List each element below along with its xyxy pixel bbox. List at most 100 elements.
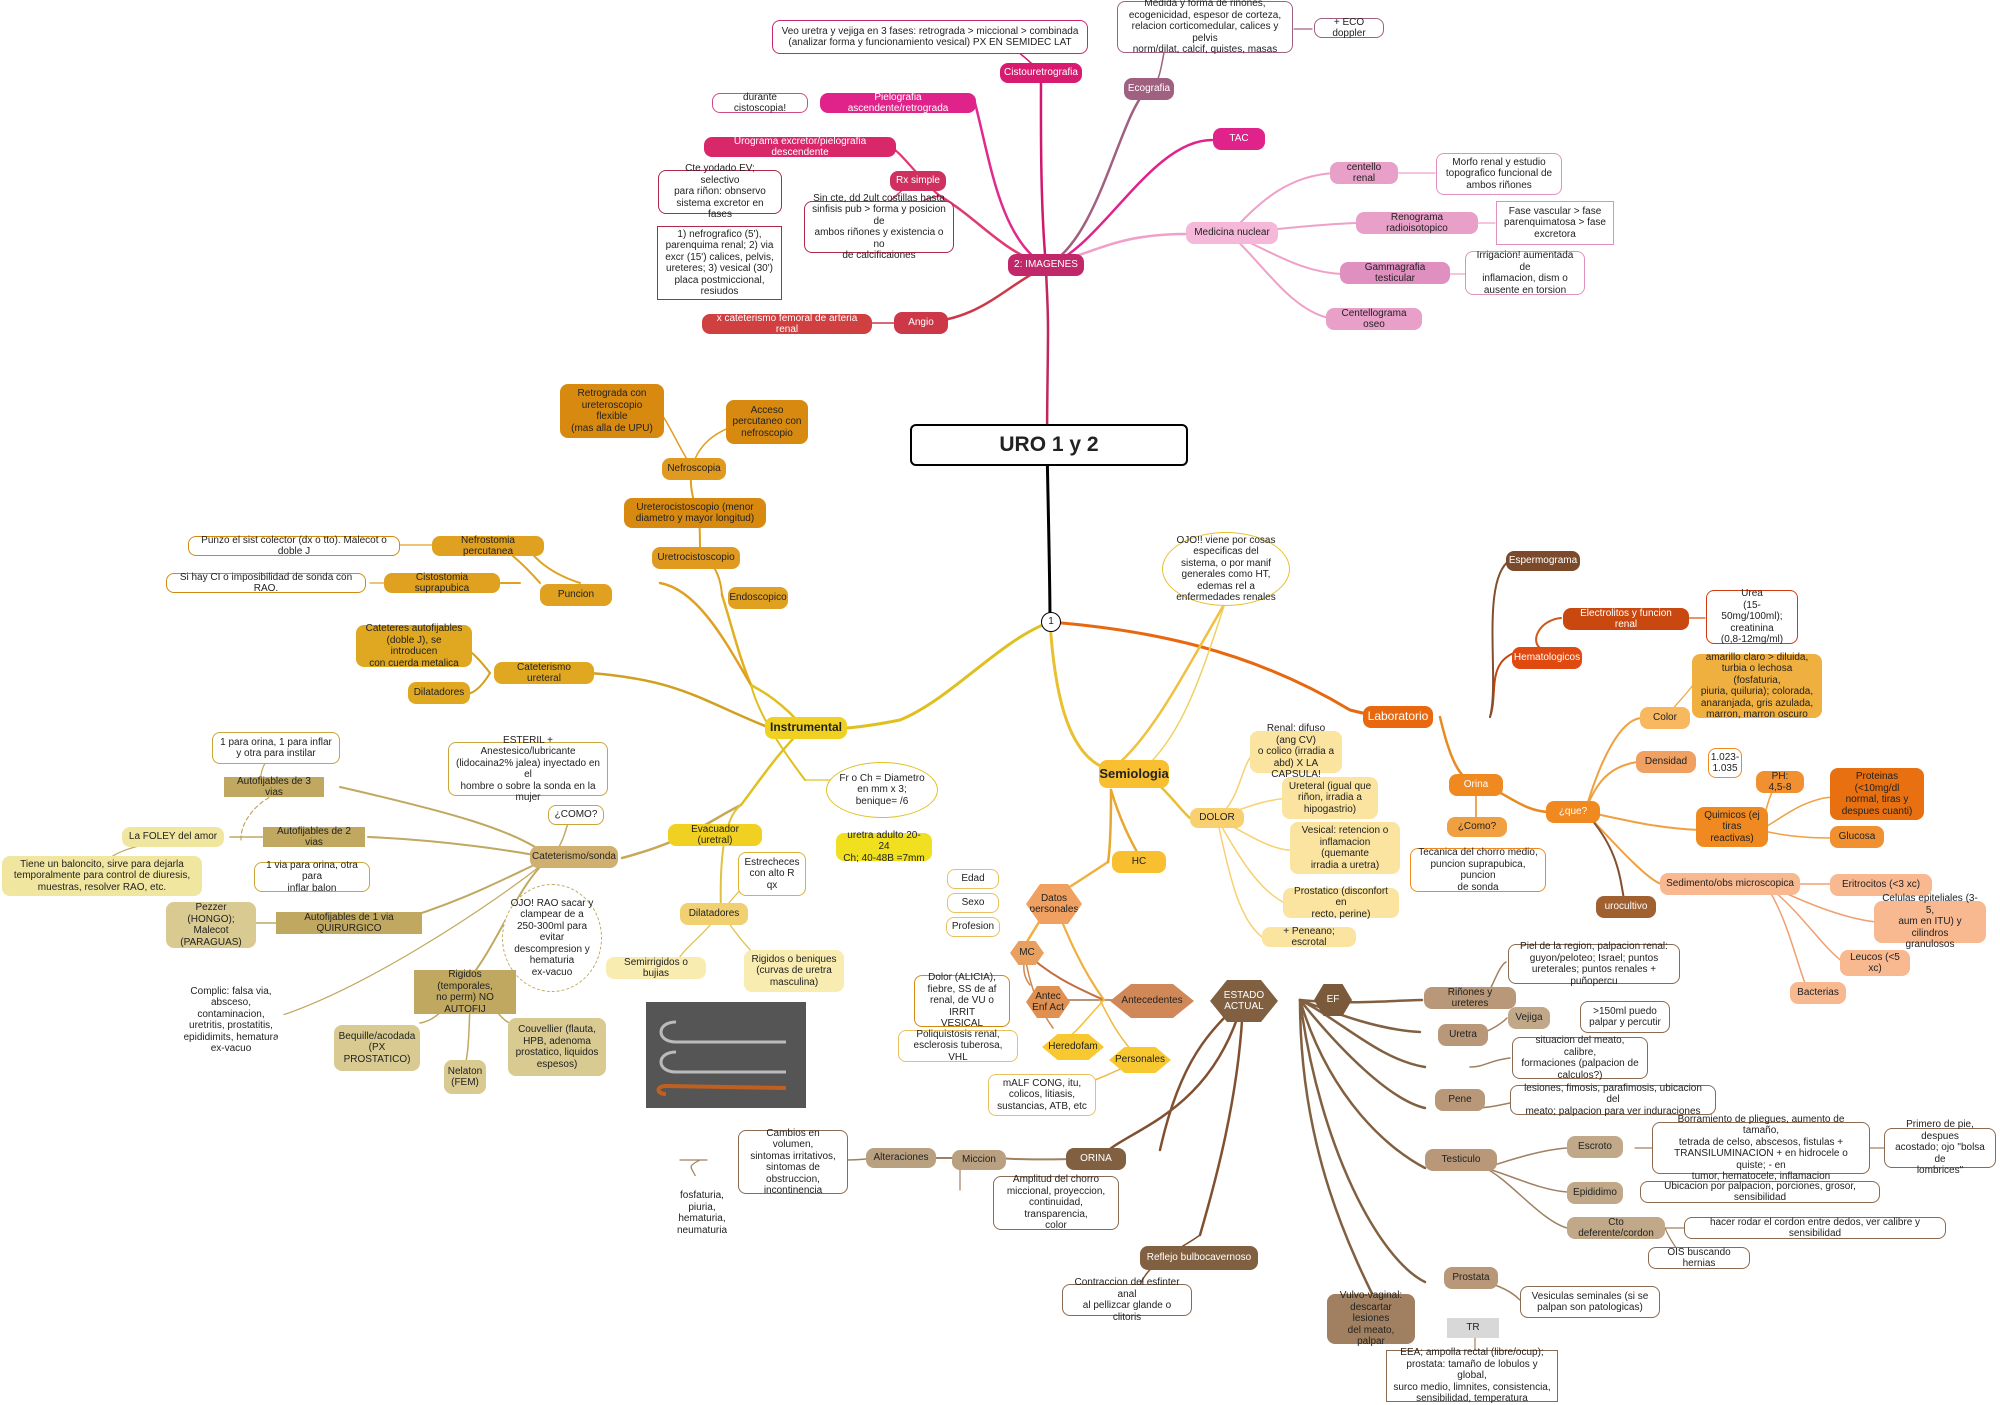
autofijables-2-vias-node[interactable]: Autofijables de 2 vias bbox=[263, 826, 365, 848]
bacterias-node[interactable]: Bacterias bbox=[1790, 982, 1846, 1004]
cistostomia-node[interactable]: Cistostomia suprapubica bbox=[384, 572, 500, 594]
que-node[interactable]: ¿que? bbox=[1546, 801, 1600, 823]
dolor-renal-node[interactable]: Renal: difuso (ang CV) o colico (irradia… bbox=[1250, 723, 1342, 780]
reflejo-bulbocavernoso-node[interactable]: Reflejo bulbocavernoso bbox=[1140, 1246, 1258, 1270]
baloncito-note[interactable]: Tiene un baloncito, sirve para dejarla t… bbox=[2, 856, 202, 896]
pene-note[interactable]: lesiones, fimosis, parafimosis, ubicacio… bbox=[1510, 1083, 1716, 1117]
nefroscopio-flexible-node[interactable]: Retrograda con ureteroscopio flexible (m… bbox=[560, 384, 664, 438]
personales-node[interactable]: Personales bbox=[1109, 1047, 1171, 1073]
cateteres-autofijables-node[interactable]: Cateteres autofijables (doble J), se int… bbox=[356, 623, 472, 669]
dolor-node[interactable]: DOLOR bbox=[1190, 808, 1244, 828]
pezzer-malecot-node[interactable]: Pezzer (HONGO); Malecot (PARAGUAS) bbox=[166, 902, 256, 948]
electrolitos-node[interactable]: Electrolitos y funcion renal bbox=[1563, 608, 1689, 630]
miccion-node[interactable]: Miccion bbox=[952, 1150, 1006, 1170]
nelaton-node[interactable]: Nelaton (FEM) bbox=[444, 1060, 486, 1094]
semiologia-node[interactable]: Semiologia bbox=[1099, 760, 1169, 788]
cateterismo-sonda-node[interactable]: Cateterismo/sonda bbox=[530, 846, 618, 868]
densidad-node[interactable]: Densidad bbox=[1636, 751, 1696, 773]
ecografia-note[interactable]: Medida y forma de riñones, ecogenicidad,… bbox=[1117, 0, 1293, 55]
como-orina-node[interactable]: ¿Como? bbox=[1447, 817, 1507, 837]
leucos-node[interactable]: Leucos (<5 xc) bbox=[1840, 950, 1910, 976]
centellograma-oseo-node[interactable]: Centellograma oseo bbox=[1326, 308, 1422, 330]
centello-renal-note[interactable]: Morfo renal y estudio topografico funcio… bbox=[1436, 153, 1562, 195]
urograma-excretor-node[interactable]: Urograma excretor/pielografia descendent… bbox=[704, 136, 896, 158]
rao-note[interactable]: OJO! RAO sacar y clampear de a 250-300ml… bbox=[502, 884, 602, 992]
rigidos-node[interactable]: Rigidos (temporales, no perm) NO AUTOFIJ bbox=[414, 969, 516, 1015]
estrecheces-note[interactable]: Estrecheces con alto R qx bbox=[738, 852, 806, 896]
dolor-alicia-note[interactable]: Dolor (ALICIA), fiebre, SS de af renal, … bbox=[914, 972, 1010, 1029]
hc-node[interactable]: HC bbox=[1112, 851, 1166, 873]
cambios-volumen-note[interactable]: Cambios en volumen, sintomas irritativos… bbox=[738, 1128, 848, 1196]
profesion-note[interactable]: Profesion bbox=[946, 917, 1000, 937]
dilatadores-node[interactable]: Dilatadores bbox=[680, 903, 748, 925]
prostata-node[interactable]: Prostata bbox=[1444, 1267, 1498, 1289]
escroto-note[interactable]: Borramiento de pliegues, aumento de tama… bbox=[1652, 1114, 1870, 1182]
evacuador-node[interactable]: Evacuador (uretral) bbox=[668, 824, 762, 846]
dilatadores-ureterales-node[interactable]: Dilatadores bbox=[408, 682, 470, 704]
cistostomia-note[interactable]: Si hay CI o imposibilidad de sonda con R… bbox=[166, 572, 366, 594]
semirrigidos-node[interactable]: Semirrigidos o bujias bbox=[606, 957, 706, 979]
autofijables-3-vias-node[interactable]: Autofijables de 3 vias bbox=[224, 776, 324, 798]
dolor-vesical-node[interactable]: Vesical: retencion o inflamacion (queman… bbox=[1290, 822, 1400, 874]
pene-node[interactable]: Pene bbox=[1435, 1089, 1485, 1111]
color-note[interactable]: amarillo claro > diluida, turbia o lecho… bbox=[1692, 652, 1822, 720]
imagenes-node[interactable]: 2: IMAGENES bbox=[1008, 254, 1084, 276]
hematologicos-node[interactable]: Hematologicos bbox=[1512, 647, 1582, 669]
rigidos-beniques-node[interactable]: Rigidos o beniques (curvas de uretra mas… bbox=[744, 950, 844, 992]
tr-node[interactable]: TR bbox=[1447, 1318, 1499, 1338]
puncion-node[interactable]: Puncion bbox=[540, 584, 612, 606]
bequille-node[interactable]: Bequille/acodada (PX PROSTATICO) bbox=[334, 1025, 420, 1071]
heredofam-node[interactable]: Heredofam bbox=[1042, 1034, 1104, 1060]
gammagrafia-node[interactable]: Gammagrafia testicular bbox=[1340, 262, 1450, 284]
epididimo-note[interactable]: Ubicacion por palpacion, porciones, gros… bbox=[1640, 1181, 1880, 1203]
uretra-node[interactable]: Uretra bbox=[1438, 1024, 1488, 1046]
heredofam-note[interactable]: Poliquistosis renal, esclerosis tuberosa… bbox=[898, 1029, 1018, 1063]
acceso-percutaneo-node[interactable]: Acceso percutaneo con nefroscopio bbox=[726, 400, 808, 444]
testiculo-node[interactable]: Testiculo bbox=[1425, 1149, 1497, 1171]
proteinas-node[interactable]: Proteinas (<10mg/dl normal, tiras y desp… bbox=[1830, 768, 1924, 820]
sedimento-node[interactable]: Sedimento/obs microscopica bbox=[1660, 873, 1800, 895]
primero-pie-note[interactable]: Primero de pie, despues acostado; ojo "b… bbox=[1884, 1119, 1996, 1176]
nefrostomia-node[interactable]: Nefrostomia percutanea bbox=[432, 535, 544, 557]
peneano-node[interactable]: + Peneano; escrotal bbox=[1262, 926, 1356, 948]
como-note[interactable]: ¿COMO? bbox=[548, 805, 604, 825]
centello-renal-node[interactable]: centello renal bbox=[1330, 162, 1398, 184]
quimicos-node[interactable]: Quimicos (ej tiras reactivas) bbox=[1696, 807, 1768, 847]
epididimo-node[interactable]: Epididimo bbox=[1567, 1182, 1623, 1204]
central-title[interactable]: URO 1 y 2 bbox=[910, 424, 1188, 466]
estado-actual-node[interactable]: ESTADO ACTUAL bbox=[1210, 980, 1278, 1022]
edad-note[interactable]: Edad bbox=[947, 869, 999, 889]
rinones-node[interactable]: Riñones y ureteres bbox=[1424, 987, 1516, 1009]
personales-note[interactable]: mALF CONG, itu, colicos, litiasis, susta… bbox=[988, 1074, 1096, 1116]
prostata-note[interactable]: Vesiculas seminales (si se palpan son pa… bbox=[1520, 1286, 1660, 1318]
eritrocitos-node[interactable]: Eritrocitos (<3 xc) bbox=[1830, 874, 1932, 896]
renograma-node[interactable]: Renograma radioisotopico bbox=[1356, 212, 1478, 234]
tecnica-chorro-note[interactable]: Tecanica del chorro medio, puncion supra… bbox=[1410, 847, 1546, 893]
laboratorio-node[interactable]: Laboratorio bbox=[1363, 706, 1433, 728]
dolor-prostatico-node[interactable]: Prostatico (disconfort en recto, perine) bbox=[1283, 886, 1399, 920]
fases-urograma-note[interactable]: 1) nefrografico (5'), parenquima renal; … bbox=[657, 226, 782, 300]
urocultivo-node[interactable]: urocultivo bbox=[1596, 896, 1656, 918]
vejiga-note[interactable]: >150ml puedo palpar y percutir bbox=[1580, 1001, 1670, 1033]
fr-ch-note[interactable]: Fr o Ch = Diametro en mm x 3; benique= /… bbox=[826, 762, 938, 818]
ojo-note[interactable]: OJO!! viene por cosas especificas del si… bbox=[1162, 532, 1290, 606]
reflejo-note[interactable]: Contraccion del esfinter anal al pellizc… bbox=[1062, 1277, 1192, 1323]
densidad-note[interactable]: 1.023- 1.035 bbox=[1708, 748, 1742, 778]
datos-personales-node[interactable]: Datos personales bbox=[1026, 884, 1082, 924]
vulvo-vaginal-node[interactable]: Vulvo-vaginal: descartar lesiones del me… bbox=[1327, 1290, 1415, 1347]
couvellier-node[interactable]: Couvellier (flauta, HPB, adenoma prostat… bbox=[508, 1018, 606, 1076]
tac-node[interactable]: TAC bbox=[1213, 128, 1265, 150]
renograma-note[interactable]: Fase vascular > fase parenquimatosa > fa… bbox=[1496, 201, 1614, 245]
sexo-note[interactable]: Sexo bbox=[947, 893, 999, 913]
foley-node[interactable]: La FOLEY del amor bbox=[122, 827, 224, 847]
ureterocistoscopio-node[interactable]: Ureterocistoscopio (menor diametro y may… bbox=[624, 498, 766, 528]
ef-node[interactable]: EF bbox=[1314, 984, 1352, 1016]
rx-simple-node[interactable]: Rx simple bbox=[890, 171, 946, 191]
color-node[interactable]: Color bbox=[1640, 707, 1690, 729]
antec-enf-act-node[interactable]: Antec Enf Act bbox=[1026, 986, 1070, 1018]
rinones-note[interactable]: Piel de la region, palpacion renal: guyo… bbox=[1508, 941, 1680, 987]
cateterismo-femoral-node[interactable]: x cateterismo femoral de arteria renal bbox=[702, 313, 872, 335]
gammagrafia-note[interactable]: Irrigacion! aumentada de inflamacion, di… bbox=[1465, 250, 1585, 296]
instrumental-node[interactable]: Instrumental bbox=[765, 717, 847, 739]
una-via-orina-note[interactable]: 1 via para orina, otra para inflar balon bbox=[254, 860, 370, 894]
